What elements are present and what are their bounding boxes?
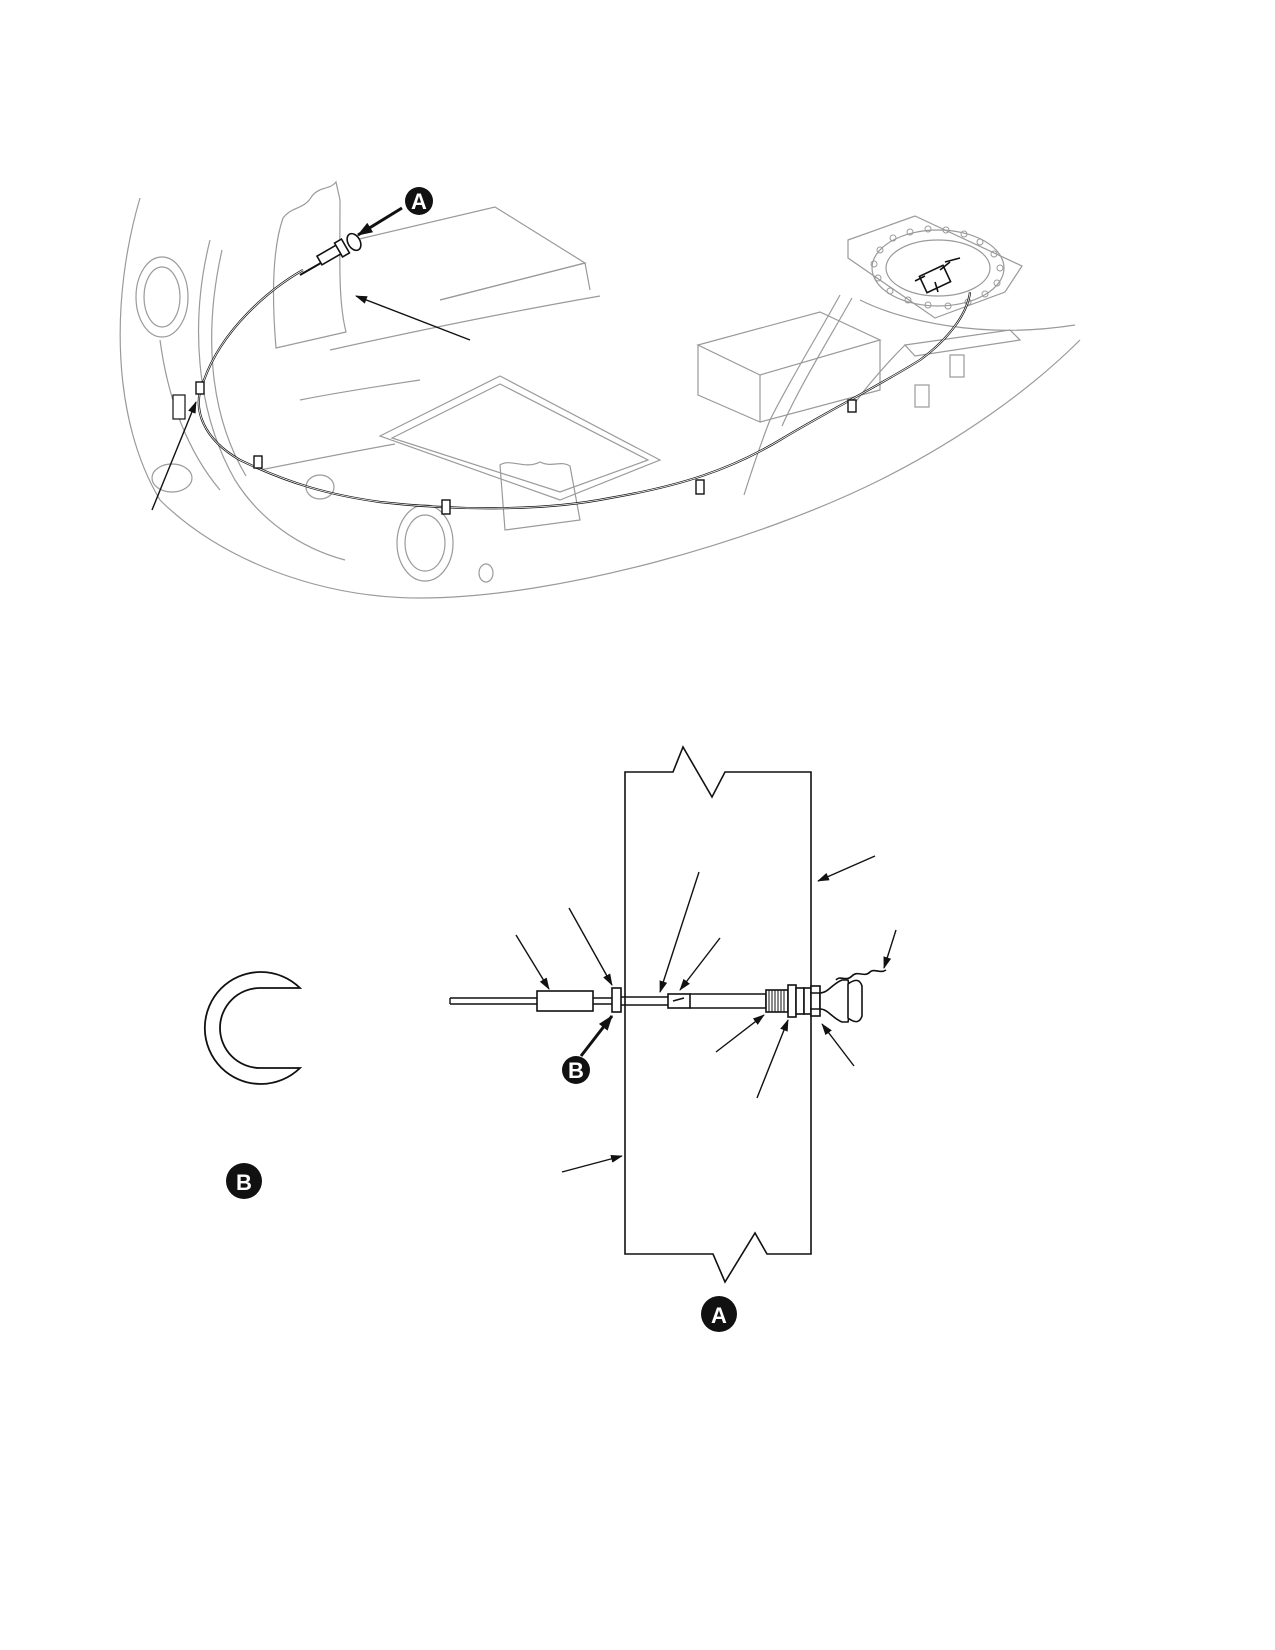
- access-hatch: [378, 375, 662, 501]
- leader-nut: [756, 1019, 789, 1099]
- detail-b-title-badge: B: [226, 1163, 262, 1199]
- svg-text:B: B: [568, 1058, 584, 1083]
- control-knob: [819, 979, 851, 1023]
- fuselage-outline: [119, 197, 1081, 599]
- c-washer-detail: [203, 971, 303, 1085]
- leader-washer: [568, 907, 613, 986]
- bulkhead-section: [624, 745, 812, 1284]
- c-washer: [611, 987, 622, 1013]
- detail-a: B A: [449, 745, 897, 1332]
- placard-wire: [835, 969, 887, 981]
- leader-cable: [659, 871, 700, 993]
- fuel-valve: [914, 257, 961, 294]
- leader-knob: [821, 1023, 855, 1067]
- detail-a-callout-badge: A: [405, 187, 433, 215]
- cable-sleeve: [536, 990, 594, 1012]
- leader-bulkhead-a: [817, 855, 876, 882]
- leader-housing: [715, 1014, 765, 1053]
- leader-placard: [883, 929, 897, 969]
- cable-assembly: [449, 969, 887, 1023]
- svg-text:A: A: [711, 1303, 727, 1328]
- porthole-rear: [135, 256, 189, 338]
- jam-nut: [787, 984, 797, 1018]
- panel-nut: [810, 985, 821, 1017]
- leader-clamp: [151, 401, 197, 511]
- lock-washer: [795, 987, 805, 1015]
- svg-text:B: B: [236, 1170, 252, 1195]
- detail-b-ref-badge: B: [562, 1056, 590, 1084]
- detail-b: B: [203, 971, 303, 1199]
- detail-a-title-badge: A: [701, 1296, 737, 1332]
- airframe-view: A: [119, 180, 1081, 599]
- control-knob-assembly: [299, 232, 362, 276]
- leader-end-fitting: [679, 937, 721, 991]
- svg-text:A: A: [411, 189, 427, 214]
- leader-bulkhead: [355, 295, 471, 341]
- tank-access-panel: [847, 215, 1023, 319]
- cable-end-fitting: [667, 993, 691, 1009]
- leader-sleeve: [515, 934, 550, 990]
- leader-detail-b-ref: [579, 1015, 614, 1057]
- leader-panel: [561, 1154, 623, 1173]
- leader-detail-a: [357, 206, 403, 237]
- bulkhead-panel: [272, 180, 347, 349]
